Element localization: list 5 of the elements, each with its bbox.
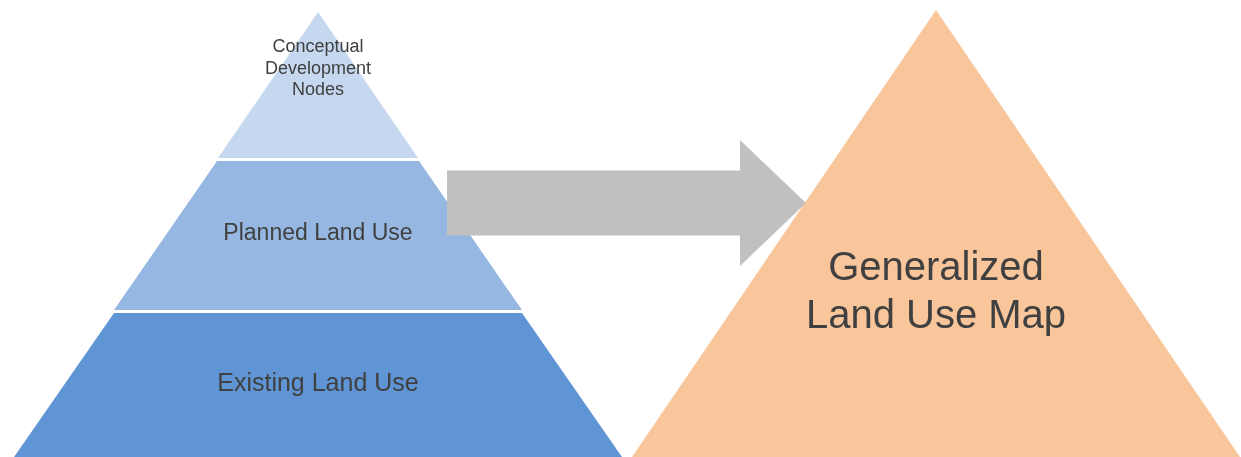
block-arrow: [447, 140, 806, 266]
triangle-label: Generalized Land Use Map: [804, 243, 1068, 338]
layer-label: Planned Land Use: [222, 219, 414, 247]
layer-label: Conceptual Development Nodes: [263, 36, 373, 101]
layer-label: Existing Land Use: [216, 367, 420, 397]
